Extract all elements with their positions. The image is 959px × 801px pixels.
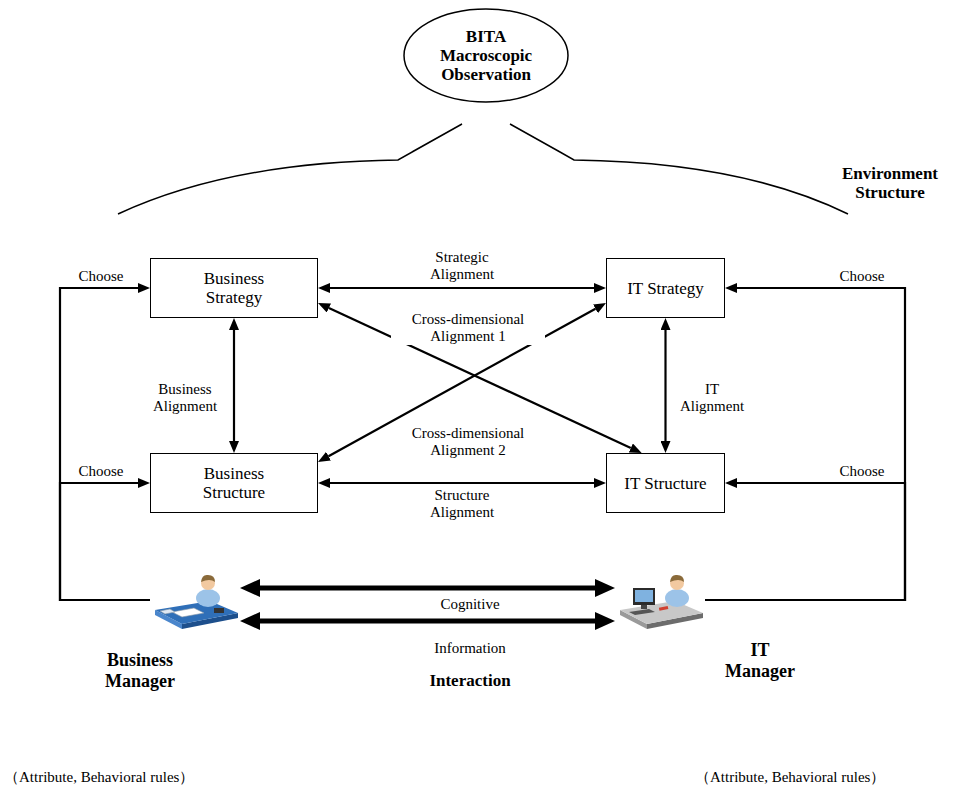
edge-label: Choose (838, 268, 887, 285)
edge-label: IT Alignment (670, 381, 754, 415)
alignment-arrow (664, 330, 666, 441)
node-label: Business Strategy (186, 269, 282, 307)
alignment-arrow (705, 288, 905, 600)
manager-icon (150, 570, 240, 630)
interaction-arrow (260, 586, 595, 591)
edge-label: Structure Alignment (415, 487, 509, 521)
observation-ellipse: BITA Macroscopic Observation (403, 8, 569, 103)
edge-label: Choose (77, 268, 126, 285)
edge-label: Cross-dimensional Alignment 1 (391, 311, 545, 345)
manager-name: Business Manager (75, 650, 205, 692)
alignment-arrow (330, 482, 594, 484)
bracket-left (118, 124, 462, 214)
manager-attributes: （Attribute, Behavioral rules） (4, 768, 194, 786)
node-label: BITA Macroscopic Observation (430, 27, 542, 84)
process-box: IT Strategy (606, 258, 725, 318)
edge-label: Business Alignment (143, 381, 227, 415)
alignment-arrow (60, 483, 150, 600)
manager-attributes: （Attribute, Behavioral rules） (695, 768, 885, 786)
interaction-arrow (260, 619, 595, 624)
node-label: IT Structure (624, 474, 706, 493)
alignment-arrow (233, 330, 235, 441)
edge-label: Cognitive (438, 596, 501, 613)
alignment-arrow (705, 483, 905, 600)
process-box: Business Strategy (150, 258, 318, 318)
alignment-arrow (60, 288, 150, 600)
node-label: IT Strategy (627, 279, 704, 298)
edge-label: Choose (838, 463, 887, 480)
edge-label: Cross-dimensional Alignment 2 (391, 425, 545, 459)
free-label: Environment Structure (829, 164, 951, 202)
edge-label: Choose (77, 463, 126, 480)
manager-icon (615, 570, 705, 630)
manager-name: IT Manager (715, 640, 805, 682)
node-label: Business Structure (186, 464, 282, 502)
edge-label: Strategic Alignment (415, 249, 509, 283)
process-box: Business Structure (150, 453, 318, 513)
manager-figure: IT Manager （Attribute, Behavioral rules） (560, 565, 959, 795)
edge-label: Information (432, 640, 508, 657)
free-label: Interaction (429, 671, 510, 690)
manager-figure: Business Manager （Attribute, Behavioral r… (0, 565, 300, 795)
alignment-arrow (330, 287, 594, 289)
process-box: IT Structure (606, 453, 725, 513)
bracket-right (510, 124, 848, 214)
